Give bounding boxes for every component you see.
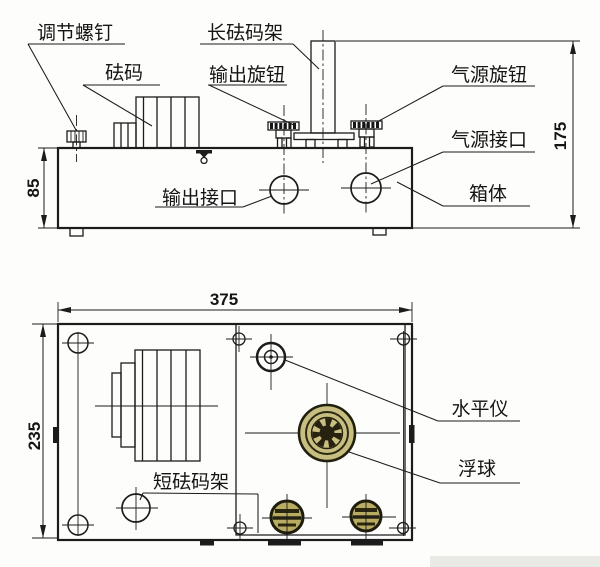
adjustment-screw [66,115,87,162]
dim-375-text: 375 [210,290,238,309]
label-level-gauge: 水平仪 [451,398,508,420]
label-box-body: 箱体 [469,183,507,205]
callout-float-ball: 浮球 [348,451,520,484]
mounting-holes-left [62,332,94,536]
air-knob-front [350,104,383,213]
output-knob-front [267,105,300,215]
dim-85: 85 [24,147,58,229]
label-air-port: 气源接口 [451,129,527,151]
dim-175: 175 [336,40,580,229]
front-foot-left [69,227,84,237]
callout-output-knob: 输出旋钮 [208,64,297,127]
label-air-knob: 气源旋钮 [451,64,527,86]
air-knob-top [342,494,396,543]
label-adjust-screw: 调节螺钉 [37,22,113,44]
output-port-circle [259,175,309,205]
air-port-circle [341,172,391,204]
weight-stack-top [95,349,218,462]
dim-85-text: 85 [24,179,43,198]
dim-235: 235 [25,323,58,539]
short-rack-circle [116,487,158,530]
callout-weight: 砝码 [82,62,160,127]
label-short-rack: 短砝码架 [153,471,229,493]
top-foot-middle [268,540,301,546]
dim-375: 375 [57,290,413,322]
dim-175-text: 175 [551,122,570,150]
output-knob-top [262,494,312,543]
dim-235-text: 235 [25,422,44,450]
right-latch [409,425,415,443]
top-foot-left [200,540,214,546]
callout-long-rack: 长砝码架 [200,22,320,70]
float-ball [245,383,400,508]
callout-level-gauge: 水平仪 [284,359,520,422]
callout-air-port: 气源接口 [370,129,535,185]
front-view: 85 175 调节螺钉 砝码 长砝码架 输出旋钮 [24,22,580,237]
hook-latch [196,150,212,165]
level-gauge-ring [250,334,293,390]
label-weight: 砝码 [105,62,143,84]
front-foot-right [372,227,387,236]
top-foot-right [351,540,383,546]
callout-box-body: 箱体 [396,181,530,207]
panel-screw-holes [226,326,417,541]
front-box-body [56,146,414,230]
inner-panel [235,324,406,536]
weight-stack-front [113,96,200,149]
label-output-port: 输出接口 [162,187,238,209]
long-weight-rack [293,30,355,163]
callout-air-knob: 气源旋钮 [376,64,535,123]
label-output-knob: 输出旋钮 [209,64,285,86]
callout-short-rack: 短砝码架 [139,471,259,533]
callout-adjust-screw: 调节螺钉 [27,22,125,131]
scan-shading [430,556,600,567]
callout-output-port: 输出接口 [155,187,273,209]
label-float-ball: 浮球 [458,458,496,480]
top-view: 375 235 水平仪 浮球 短砝码架 [25,290,520,546]
label-long-rack: 长砝码架 [207,22,283,44]
left-latch [53,427,59,443]
